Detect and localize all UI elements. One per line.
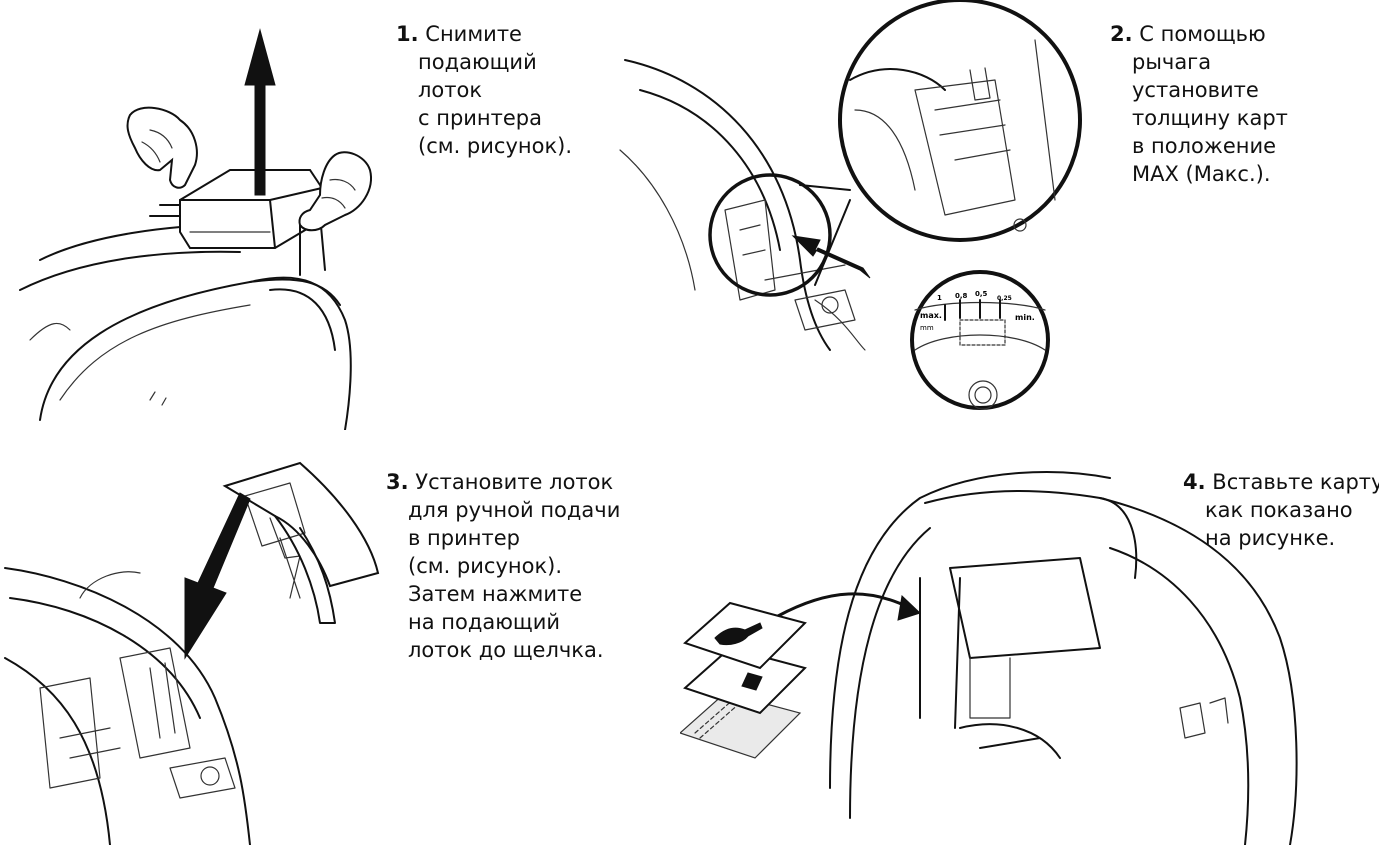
- step-number: 1.: [396, 22, 419, 46]
- step-line: С помощью: [1139, 22, 1265, 46]
- dial-max-label: max.: [920, 311, 942, 320]
- step-line: с принтера: [396, 104, 572, 132]
- step-line: (см. рисунок).: [386, 552, 620, 580]
- step-line: в положение: [1110, 132, 1288, 160]
- step-line: подающий: [396, 48, 572, 76]
- step-line: в принтер: [386, 524, 620, 552]
- step-line: MAX (Макс.).: [1110, 160, 1288, 188]
- thickness-lever-illustration: max. mm 1 0,8 0,5 0,25 min.: [615, 0, 1100, 440]
- step-2-text: 2. С помощью рычага установите толщину к…: [1110, 20, 1288, 188]
- dial-min-label: min.: [1015, 313, 1035, 322]
- step-line: установите: [1110, 76, 1288, 104]
- step-number: 4.: [1183, 470, 1206, 494]
- dial-1-label: 1: [937, 294, 942, 302]
- install-manual-feed-tray-illustration: [0, 458, 390, 845]
- step-line: как показано: [1183, 496, 1379, 524]
- step-1-text: 1. Снимите подающий лоток с принтера (см…: [396, 20, 572, 160]
- step-line: для ручной подачи: [386, 496, 620, 524]
- dial-mm-label: mm: [920, 324, 934, 332]
- step-line: на рисунке.: [1183, 524, 1379, 552]
- step-line: Снимите: [425, 22, 522, 46]
- step-line: толщину карт: [1110, 104, 1288, 132]
- step-line: лоток: [396, 76, 572, 104]
- dial-08-label: 0,8: [955, 292, 968, 300]
- step-line: на подающий: [386, 608, 620, 636]
- step-line: рычага: [1110, 48, 1288, 76]
- step-3-text: 3. Установите лоток для ручной подачи в …: [386, 468, 620, 664]
- dial-025-label: 0,25: [997, 295, 1012, 302]
- remove-feeder-illustration: [0, 20, 390, 430]
- step-line: Вставьте карту,: [1212, 470, 1379, 494]
- step-line: Затем нажмите: [386, 580, 620, 608]
- step-number: 2.: [1110, 22, 1133, 46]
- step-number: 3.: [386, 470, 409, 494]
- step-line: лоток до щелчка.: [386, 636, 620, 664]
- dial-05-label: 0,5: [975, 290, 988, 298]
- step-line: Установите лоток: [415, 470, 613, 494]
- step-4-text: 4. Вставьте карту, как показано на рисун…: [1183, 468, 1379, 552]
- step-line: (см. рисунок).: [396, 132, 572, 160]
